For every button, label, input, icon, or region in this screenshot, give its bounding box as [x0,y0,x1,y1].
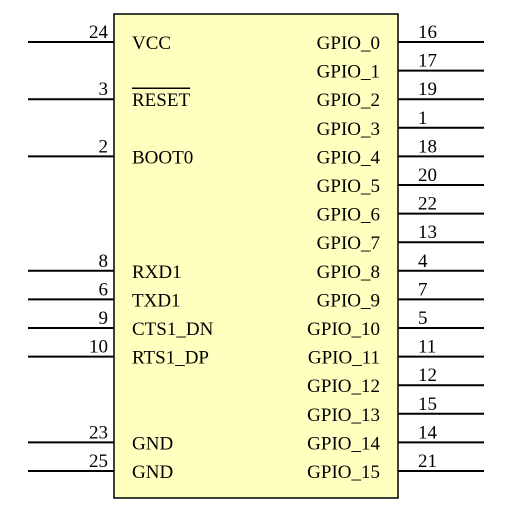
pin-label-gpio-2-19: GPIO_2 [317,90,380,111]
pin-number-gpio-9-7: 7 [418,279,428,300]
pin-label-gnd-25: GND [132,462,173,483]
pin-label-gpio-8-4: GPIO_8 [317,262,380,283]
pin-label-rxd1-8: RXD1 [132,262,182,283]
pin-number-gpio-5-20: 20 [418,165,437,186]
pin-number-gpio-15-21: 21 [418,451,437,472]
pin-number-gpio-10-5: 5 [418,308,428,329]
pin-number-vcc-24: 24 [89,22,109,43]
pin-number-gpio-2-19: 19 [418,79,437,100]
pin-number-gpio-3-1: 1 [418,108,428,129]
pin-label-boot0-2: BOOT0 [132,147,193,168]
pin-number-gnd-25: 25 [89,451,108,472]
pin-number-reset-3: 3 [99,79,109,100]
pin-label-gpio-0-16: GPIO_0 [317,33,380,54]
pin-label-gpio-12-12: GPIO_12 [307,376,380,397]
pin-label-gpio-6-22: GPIO_6 [317,205,380,226]
pin-label-txd1-6: TXD1 [132,290,181,311]
pin-number-gpio-14-14: 14 [418,422,438,443]
pin-label-reset-3: RESET [132,90,190,111]
pin-label-gnd-23: GND [132,433,173,454]
pin-number-gpio-13-15: 15 [418,394,437,415]
pin-label-gpio-7-13: GPIO_7 [317,233,380,254]
pin-label-rts1-dp-10: RTS1_DP [132,348,209,369]
pin-number-gpio-12-12: 12 [418,365,437,386]
pin-label-gpio-10-5: GPIO_10 [307,319,380,340]
pin-label-gpio-1-17: GPIO_1 [317,62,380,83]
pin-number-gpio-6-22: 22 [418,194,437,215]
pin-label-gpio-3-1: GPIO_3 [317,119,380,140]
ic-body [113,13,399,499]
pin-number-gpio-7-13: 13 [418,222,437,243]
pin-number-rxd1-8: 8 [99,251,109,272]
pin-number-rts1-dp-10: 10 [89,337,108,358]
pin-number-gpio-0-16: 16 [418,22,437,43]
pin-label-gpio-14-14: GPIO_14 [307,433,380,454]
pin-label-gpio-13-15: GPIO_13 [307,405,380,426]
pin-number-gpio-1-17: 17 [418,51,437,72]
pin-label-vcc-24: VCC [132,33,171,54]
pin-number-gpio-4-18: 18 [418,136,437,157]
pin-number-txd1-6: 6 [99,279,109,300]
pin-label-gpio-11-11: GPIO_11 [308,348,380,369]
pin-number-boot0-2: 2 [99,136,109,157]
pin-label-gpio-4-18: GPIO_4 [317,147,381,168]
pin-number-cts1-dn-9: 9 [99,308,109,329]
pin-label-gpio-5-20: GPIO_5 [317,176,380,197]
pin-label-gpio-9-7: GPIO_9 [317,290,380,311]
pin-label-gpio-15-21: GPIO_15 [307,462,380,483]
pin-number-gpio-11-11: 11 [418,337,436,358]
pin-number-gpio-8-4: 4 [418,251,428,272]
pin-label-cts1-dn-9: CTS1_DN [132,319,214,340]
pin-number-gnd-23: 23 [89,422,108,443]
